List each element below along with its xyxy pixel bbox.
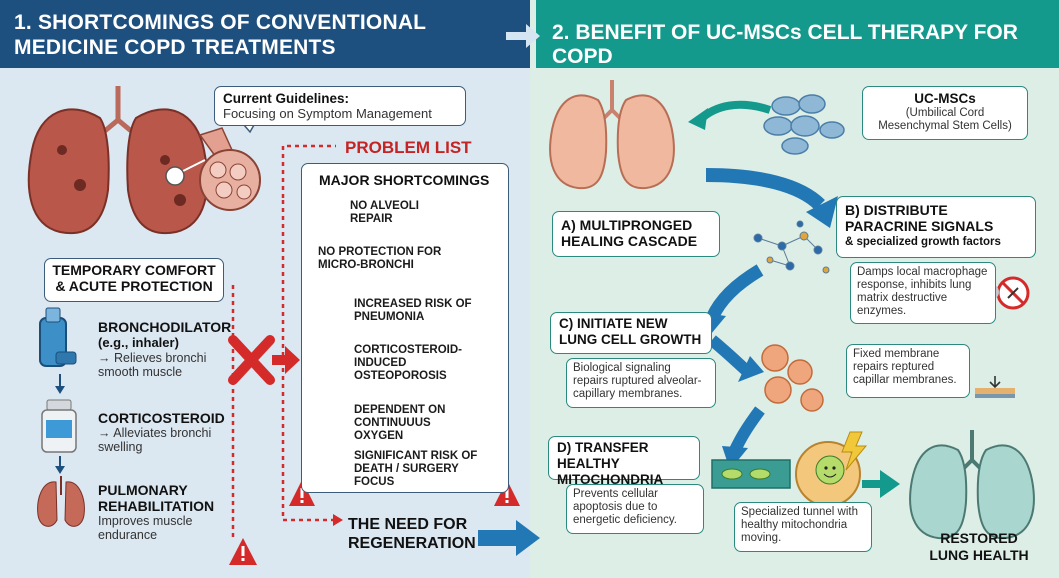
shortcoming-item: SIGNIFICANT RISK OF DEATH / SURGERY FOCU… [354,450,478,488]
treatment-sub: (e.g., inhaler) [98,335,179,350]
step-d-desc-box: Prevents cellular apoptosis due to energ… [566,484,704,534]
left-section-header: 1. SHORTCOMINGS OF CONVENTIONAL MEDICINE… [0,0,530,68]
major-shortcomings-title: MAJOR SHORTCOMINGS [319,172,490,188]
need-regeneration-label: THE NEED FOR REGENERATION [348,516,476,552]
guidelines-callout: Current Guidelines: Focusing on Symptom … [214,86,466,126]
guidelines-text: Focusing on Symptom Management [223,106,432,121]
treatment-rehab: PULMONARY REHABILITATION Improves muscle… [98,482,238,542]
step-d-box: D) TRANSFER HEALTHY MITOCHONDRIA [548,436,700,487]
major-shortcomings-box: MAJOR SHORTCOMINGS NO ALVEOLI REPAIR NO … [301,163,509,493]
guidelines-title: Current Guidelines: [223,91,350,106]
step-c-desc-box: Biological signaling repairs ruptured al… [566,358,716,408]
restored-lung-health-label: RESTORED LUNG HEALTH [929,530,1029,563]
temp-comfort-label: TEMPORARY COMFORT & ACUTE PROTECTION [44,258,224,302]
step-c-box: C) INITIATE NEW LUNG CELL GROWTH [550,312,712,354]
treatment-desc: → Alleviates bronchi swelling [98,426,212,454]
shortcoming-item: NO PROTECTION FOR MICRO-BRONCHI [318,246,442,271]
shortcoming-item: DEPENDENT ON CONTINUUUS OXYGEN [354,404,446,442]
problem-list-title: PROBLEM LIST [345,138,472,157]
ucmsc-sub: (Umbilical Cord Mesenchymal Stem Cells) [878,107,1012,132]
tunnel-desc-box: Specialized tunnel with healthy mitochon… [734,502,872,552]
step-b-box: B) DISTRIBUTE PARACRINE SIGNALS & specia… [836,196,1036,258]
ucmsc-callout: UC-MSCs (Umbilical Cord Mesenchymal Stem… [862,86,1028,140]
step-b-sub: & specialized growth factors [845,236,1001,248]
step-b-title: B) DISTRIBUTE PARACRINE SIGNALS [845,202,994,234]
shortcoming-item: CORTICOSTEROID-INDUCED OSTEOPOROSIS [354,344,462,382]
treatment-bronchodilator: BRONCHODILATOR (e.g., inhaler) → Relieve… [98,319,238,379]
shortcoming-item: NO ALVEOLI REPAIR [350,200,419,225]
right-section-header: 2. BENEFIT OF UC-MSCs CELL THERAPY FOR C… [536,0,1059,68]
treatment-corticosteroid: CORTICOSTEROID → Alleviates bronchi swel… [98,410,238,454]
step-a-box: A) MULTIPRONGED HEALING CASCADE [552,211,720,257]
ucmsc-title: UC-MSCs [914,91,976,106]
treatment-title: CORTICOSTEROID [98,410,225,426]
shortcoming-item: INCREASED RISK OF PNEUMONIA [354,298,472,323]
treatment-desc: → Relieves bronchi smooth muscle [98,351,207,379]
treatment-title: BRONCHODILATOR [98,319,232,335]
treatment-title: PULMONARY REHABILITATION [98,482,215,514]
fixed-membrane-box: Fixed membrane repairs reptured capillar… [846,344,970,398]
treatment-desc: Improves muscle endurance [98,514,193,542]
step-b-desc-box: Damps local macrophage response, inhibit… [850,262,996,324]
